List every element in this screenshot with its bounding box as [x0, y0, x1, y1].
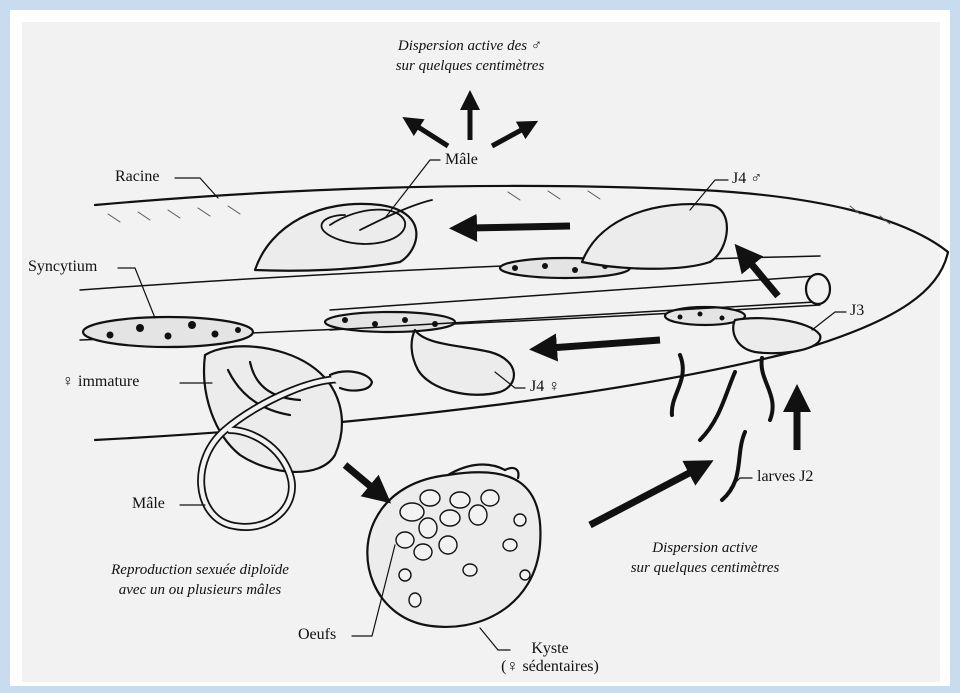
arrow-up-left — [415, 125, 448, 146]
arrow-to-male — [470, 226, 570, 228]
dispersion-bottom-line1: Dispersion active — [590, 538, 820, 558]
label-j4-male: J4 ♂ — [732, 170, 762, 188]
label-j4-female: J4 ♀ — [530, 378, 560, 396]
dispersion-top-line1: Dispersion active des ♂ — [360, 36, 580, 56]
leader-syncytium — [118, 268, 155, 318]
j4-male-body — [582, 204, 727, 269]
larva-j2-1 — [672, 355, 683, 415]
label-reproduction: Reproduction sexuée diploïde avec un ou … — [80, 560, 320, 600]
label-male-bottom: Mâle — [132, 495, 165, 513]
dispersion-top-line2: sur quelques centimètres — [360, 56, 580, 76]
label-kyste: Kyste — [470, 640, 630, 658]
label-oeufs: Oeufs — [298, 626, 336, 644]
label-dispersion-bottom: Dispersion active sur quelques centimètr… — [590, 538, 820, 578]
label-racine: Racine — [115, 168, 159, 186]
larva-j2-2 — [700, 372, 735, 440]
label-larves-j2: larves J2 — [757, 468, 813, 486]
leader-j3 — [812, 312, 846, 330]
arrow-to-j4-male — [748, 260, 778, 296]
j4-female-body — [412, 330, 514, 395]
arrow-cyst-dispersion — [590, 470, 695, 525]
label-j3: J3 — [850, 302, 864, 320]
reproduction-line2: avec un ou plusieurs mâles — [80, 580, 320, 600]
label-kyste-group: Kyste (♀ sédentaires) — [470, 640, 630, 676]
larva-j2-3 — [762, 358, 773, 420]
label-dispersion-top: Dispersion active des ♂ sur quelques cen… — [360, 36, 580, 76]
label-male-top: Mâle — [445, 151, 478, 169]
reproduction-line1: Reproduction sexuée diploïde — [80, 560, 320, 580]
arrow-to-j4-female — [550, 340, 660, 348]
arrow-up-right — [492, 128, 525, 146]
dispersion-bottom-line2: sur quelques centimètres — [590, 558, 820, 578]
label-syncytium: Syncytium — [28, 258, 97, 276]
label-female-immature: ♀ immature — [62, 373, 139, 391]
arrow-to-cyst — [345, 465, 375, 490]
label-kyste-sub: (♀ sédentaires) — [470, 658, 630, 676]
larva-j2-4 — [722, 432, 745, 500]
j3-body — [733, 318, 820, 353]
